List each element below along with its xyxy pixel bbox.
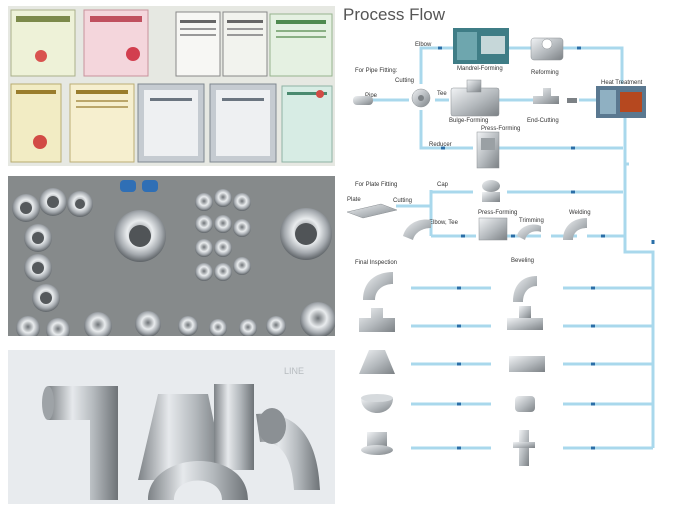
flow-labels: For Pipe Fitting: Elbow Mandrel-Forming … <box>347 42 643 266</box>
flange-group-1 <box>12 188 93 312</box>
final-stub-end-icon <box>361 432 393 455</box>
label-press-forming-pipe: Press-Forming <box>481 126 520 132</box>
press-forming-machine-icon <box>476 131 500 169</box>
u-bend-fitting <box>148 460 248 500</box>
certificate <box>137 83 205 163</box>
stub-ends-illustration <box>8 176 336 342</box>
bevel-elbow-icon <box>513 276 537 302</box>
bevel-tee-icon <box>507 306 543 330</box>
certificate <box>83 9 149 77</box>
label-welding: Welding <box>569 210 591 216</box>
process-flow-title: Process Flow <box>343 5 446 24</box>
label-cutting-pipe: Cutting <box>395 78 414 84</box>
press-forming-plate-icon <box>478 217 508 241</box>
label-reforming: Reforming <box>531 70 559 76</box>
straight-pipe <box>214 384 254 470</box>
certificate <box>10 9 76 77</box>
final-cap-icon <box>361 394 393 413</box>
cutting-wheel-icon <box>411 88 431 108</box>
final-reducer-icon <box>359 350 395 374</box>
label-reducer: Reducer <box>429 142 452 148</box>
stub-end-fittings-photo <box>8 176 336 342</box>
certificate <box>69 83 135 163</box>
final-tee-icon <box>359 308 395 332</box>
label-for-pipe-fitting: For Pipe Fitting: <box>355 68 398 74</box>
label-tee: Tee <box>437 91 447 97</box>
certificate <box>281 85 333 163</box>
plate-icon <box>346 203 398 219</box>
process-flow-svg: Process Flow <box>343 5 655 466</box>
small-fittings <box>195 189 251 281</box>
reducer-fitting <box>138 394 226 480</box>
tee-fitting <box>48 386 118 500</box>
label-bulge-forming: Bulge-Forming <box>449 118 488 124</box>
label-beveling: Beveling <box>511 258 534 264</box>
label-mandrel-forming: Mandrel-Forming <box>457 66 503 72</box>
pipe-icon <box>353 96 373 105</box>
certificates-photo <box>8 6 335 166</box>
flow-arrows <box>438 46 655 450</box>
flow-lines <box>372 46 655 450</box>
label-plate: Plate <box>347 197 361 203</box>
reforming-die-icon <box>530 37 564 61</box>
label-heat-treatment: Heat Treatment <box>601 80 643 86</box>
tee-part-icon <box>533 88 559 104</box>
bulge-forming-die-icon <box>450 79 500 117</box>
welded-elbow-icon <box>563 218 587 240</box>
certificate <box>10 83 62 163</box>
heat-treatment-furnace-photo <box>596 86 646 118</box>
label-final-inspection: Final Inspection <box>355 260 397 266</box>
bevel-cap-icon <box>515 396 535 412</box>
bevel-reducer-icon <box>509 356 545 372</box>
plate-elbow-icon <box>403 219 431 240</box>
label-cutting-plate: Cutting <box>393 198 412 204</box>
certificate <box>269 13 333 77</box>
brand-watermark: LINE <box>284 366 304 376</box>
final-elbow-icon <box>363 272 393 300</box>
certificate <box>175 11 221 77</box>
label-elbow: Elbow <box>415 42 432 48</box>
certificate <box>222 11 268 77</box>
label-press-forming-plate: Press-Forming <box>478 210 517 216</box>
pipe-fittings-photo: LINE <box>8 350 335 504</box>
trimmed-elbow-icon <box>517 224 541 240</box>
label-for-plate-fitting: For Plate Fitting <box>355 182 397 188</box>
bevel-stub-end-icon <box>513 430 535 466</box>
label-trimming: Trimming <box>519 218 544 224</box>
process-flow-diagram: Process Flow <box>341 0 680 510</box>
mandrel-forming-machine-photo <box>453 28 509 64</box>
label-pipe: Pipe <box>365 93 378 99</box>
certificates-illustration <box>8 6 335 166</box>
end-cutting-tool-icon <box>567 98 577 103</box>
blue-caps <box>120 180 158 192</box>
label-cap: Cap <box>437 182 449 188</box>
bottom-row-fittings <box>16 302 336 342</box>
cap-press-icon <box>482 180 500 202</box>
pipe-fittings-illustration: LINE <box>8 350 335 504</box>
label-end-cutting: End-Cutting <box>527 118 559 124</box>
label-elbow-tee: Elbow, Tee <box>429 220 459 226</box>
certificate <box>209 83 277 163</box>
